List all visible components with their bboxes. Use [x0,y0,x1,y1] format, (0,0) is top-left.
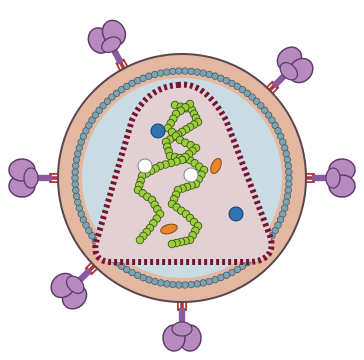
matrix-bead [152,71,159,78]
matrix-bead [194,69,201,76]
matrix-bead [164,69,171,76]
spike-head-base [24,168,38,188]
matrix-bead [176,282,183,289]
matrix-bead [194,281,201,288]
matrix-bead [283,199,290,206]
matrix-bead [170,68,177,75]
matrix-bead [285,163,292,170]
matrix-bead [281,145,288,152]
matrix-bead [72,163,79,170]
enzyme-blue [151,124,165,138]
matrix-bead [75,199,82,206]
matrix-bead [176,68,183,75]
matrix-bead [164,281,171,288]
matrix-bead [76,205,83,212]
enzyme-white [138,159,152,173]
spike-head-base [326,168,340,188]
enzyme-blue [229,207,243,221]
matrix-bead [182,68,189,75]
rna-bead [168,240,176,248]
matrix-bead [170,281,177,288]
matrix-bead [158,70,165,77]
matrix-bead [72,169,79,176]
rna-bead [136,236,144,244]
matrix-bead [72,175,79,182]
matrix-bead [188,68,195,75]
matrix-bead [286,169,293,176]
matrix-bead [158,280,165,287]
matrix-bead [286,181,293,188]
spike-head-base [172,322,192,336]
matrix-bead [188,281,195,288]
matrix-bead [72,187,79,194]
matrix-bead [283,151,290,158]
matrix-bead [284,193,291,200]
matrix-bead [72,181,79,188]
matrix-bead [284,157,291,164]
matrix-bead [75,151,82,158]
matrix-bead [200,280,207,287]
matrix-bead [182,282,189,289]
enzyme-white [184,168,198,182]
matrix-bead [73,157,80,164]
matrix-bead [73,193,80,200]
matrix-bead [206,278,213,285]
matrix-bead [200,70,207,77]
matrix-bead [286,175,293,182]
matrix-bead [285,187,292,194]
